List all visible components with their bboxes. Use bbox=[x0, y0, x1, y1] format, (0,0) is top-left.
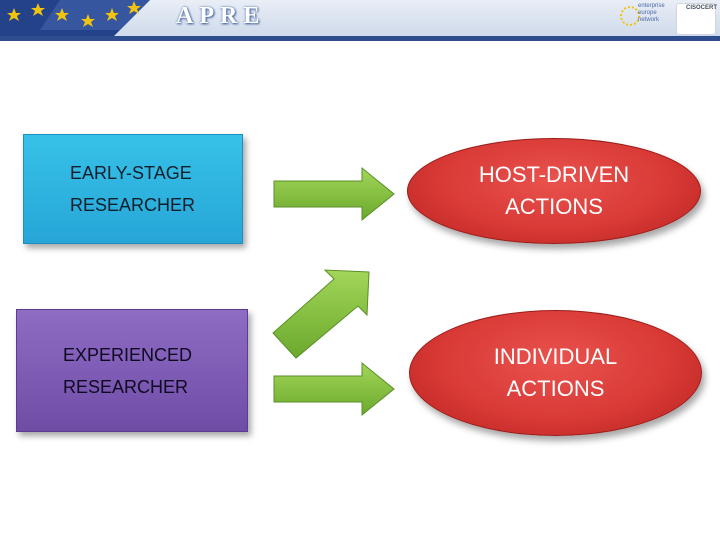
cisocert-logo bbox=[676, 3, 716, 35]
experienced-researcher-label: EXPERIENCED RESEARCHER bbox=[63, 344, 193, 397]
early-stage-researcher-box: EARLY-STAGE RESEARCHER bbox=[23, 134, 243, 244]
individual-actions-ellipse: INDIVIDUAL ACTIONS bbox=[409, 310, 702, 436]
cisocert-logo-text: CISOCERT bbox=[686, 5, 718, 11]
arrow-experienced-to-individual bbox=[273, 361, 395, 417]
brand-title: APRE bbox=[176, 3, 266, 29]
header-divider-bar bbox=[0, 36, 720, 41]
experienced-researcher-box: EXPERIENCED RESEARCHER bbox=[16, 309, 248, 432]
arrow-experienced-to-host-driven bbox=[272, 269, 370, 359]
host-driven-actions-label: HOST-DRIVEN ACTIONS bbox=[478, 162, 630, 219]
host-driven-actions-ellipse: HOST-DRIVEN ACTIONS bbox=[407, 138, 701, 244]
individual-actions-label: INDIVIDUAL ACTIONS bbox=[493, 344, 618, 401]
eu-stars-logo bbox=[0, 0, 150, 40]
enterprise-europe-network-logo bbox=[620, 6, 640, 26]
een-logo-text: enterprise europe network bbox=[638, 3, 665, 23]
arrow-early-to-host-driven bbox=[273, 166, 395, 222]
slide-header: APRE enterprise europe network CISOCERT bbox=[0, 0, 720, 41]
early-stage-researcher-label: EARLY-STAGE RESEARCHER bbox=[70, 163, 196, 215]
